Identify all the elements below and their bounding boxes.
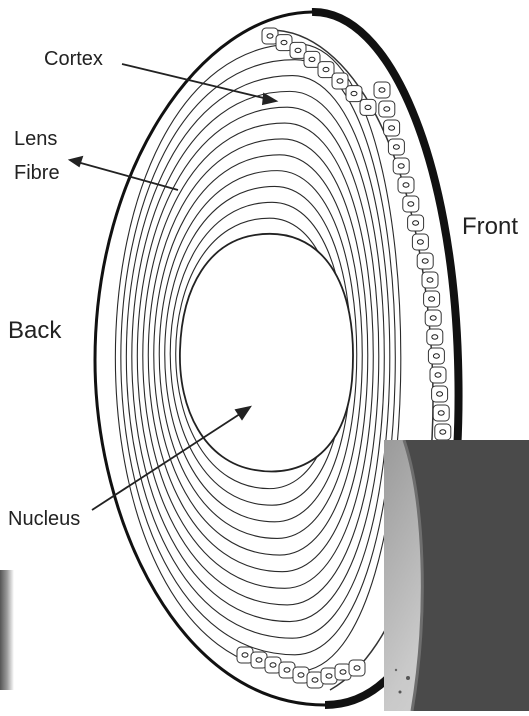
- lens-fibre-arrowhead: [70, 157, 82, 166]
- epithelial-cell: [398, 177, 414, 193]
- epithelial-cell: [360, 99, 376, 115]
- micrograph-inset: [384, 440, 529, 711]
- epithelial-cell: [346, 86, 362, 102]
- epithelial-cell: [408, 215, 424, 231]
- front-label: Front: [462, 214, 518, 240]
- epithelial-cell: [424, 291, 440, 307]
- epithelial-cell: [427, 329, 443, 345]
- micrograph-image: [384, 440, 529, 711]
- nucleus-label: Nucleus: [8, 508, 80, 530]
- back-label: Back: [8, 318, 61, 344]
- edge-shadow: [0, 570, 14, 690]
- epithelial-cell: [428, 348, 444, 364]
- epithelial-cell: [349, 660, 365, 676]
- epithelial-cell: [393, 158, 409, 174]
- epithelial-cell: [379, 101, 395, 117]
- epithelial-cell: [435, 424, 451, 440]
- epithelial-cell: [318, 62, 334, 78]
- lens-fibre-label-line1: Lens: [14, 128, 57, 150]
- epithelial-cell: [374, 82, 390, 98]
- epithelial-cell: [433, 405, 449, 421]
- epithelial-cell: [430, 367, 446, 383]
- epithelial-cell: [388, 139, 404, 155]
- epithelial-cell: [422, 272, 438, 288]
- epithelial-cell: [417, 253, 433, 269]
- epithelial-cell: [332, 73, 348, 89]
- epithelial-cell: [412, 234, 428, 250]
- epithelial-cell: [432, 386, 448, 402]
- lens-fibre-label-line2: Fibre: [14, 162, 60, 184]
- epithelial-cell: [384, 120, 400, 136]
- epithelial-cell: [403, 196, 419, 212]
- epithelial-cell: [425, 310, 441, 326]
- cortex-label: Cortex: [44, 48, 103, 70]
